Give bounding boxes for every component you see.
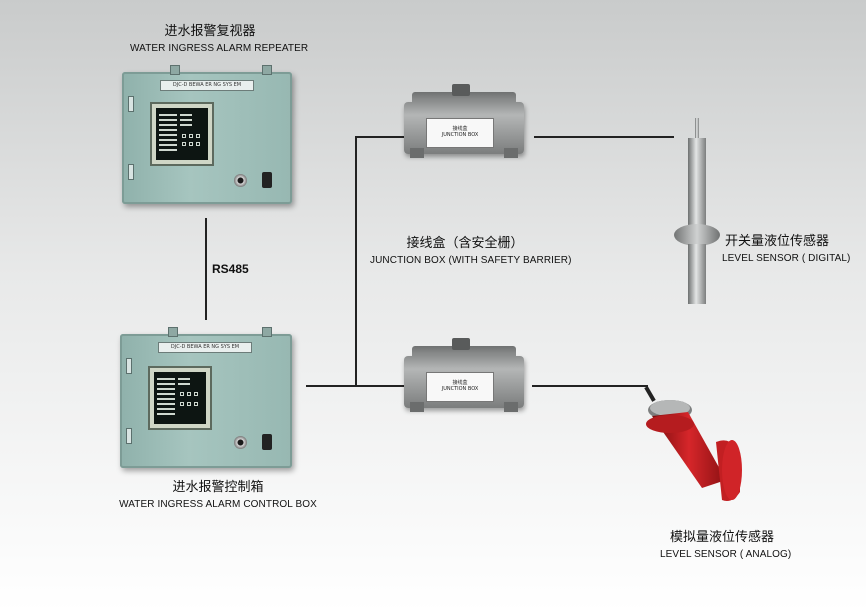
analog-sensor-label: 模拟量液位传感器 LEVEL SENSOR ( ANALOG) <box>660 526 792 560</box>
analog-sensor-title-cn: 模拟量液位传感器 <box>669 529 774 544</box>
cable-gland <box>452 338 470 350</box>
analog-sensor-title-en: LEVEL SENSOR ( ANALOG) <box>660 549 792 560</box>
repeater-title-cn: 进水报警复视器 <box>164 23 256 38</box>
analog-sensor-graphic <box>644 386 742 501</box>
junction-plate-en: JUNCTION BOX <box>441 132 479 138</box>
sensor-flange <box>674 224 720 246</box>
repeater-lcd <box>156 108 208 160</box>
cable-gland <box>452 84 470 96</box>
junction-box-label: 接线盒（含安全栅） JUNCTION BOX (WITH SAFETY BARR… <box>370 232 572 266</box>
rs485-wire <box>205 218 207 320</box>
junction-box-upper: 接线盒 JUNCTION BOX <box>404 84 524 164</box>
control-box-title-cn: 进水报警控制箱 <box>172 479 264 494</box>
junction-box-lower: 接线盒 JUNCTION BOX <box>404 338 524 418</box>
control-box-lcd <box>154 372 206 424</box>
power-switch[interactable] <box>262 434 272 450</box>
rs485-label: RS485 <box>212 262 249 276</box>
junction-plate-cn: 接线盒 <box>452 380 468 386</box>
control-box-title-en: WATER INGRESS ALARM CONTROL BOX <box>119 499 317 510</box>
sensor-lower-tube <box>688 244 706 304</box>
reset-knob[interactable] <box>234 174 247 187</box>
digital-sensor-title-en: LEVEL SENSOR ( DIGITAL) <box>722 253 851 264</box>
hinge <box>126 358 132 374</box>
repeater-nameplate: DJC-D BEWA ER NG SYS EM <box>160 80 254 91</box>
repeater-display <box>150 102 214 166</box>
mount-tab <box>168 327 178 337</box>
digital-sensor-label: 开关量液位传感器 LEVEL SENSOR ( DIGITAL) <box>722 230 851 264</box>
junction-plate-cn: 接线盒 <box>452 126 468 132</box>
wire-to-upper-junction <box>356 136 404 138</box>
digital-sensor-title-cn: 开关量液位传感器 <box>724 233 829 248</box>
analog-level-sensor <box>636 384 750 508</box>
power-switch[interactable] <box>262 172 272 188</box>
junction-box-plate: 接线盒 JUNCTION BOX <box>426 372 494 402</box>
control-box-display <box>148 366 212 430</box>
sensor-top-rod <box>695 118 699 140</box>
junction-box-title-en: JUNCTION BOX (WITH SAFETY BARRIER) <box>370 255 572 266</box>
digital-level-sensor <box>670 118 724 308</box>
wire-upper-junction-to-digital <box>534 136 674 138</box>
control-box-nameplate: DJC-D BEWA ER NG SYS EM <box>158 342 252 353</box>
junction-box-title-cn: 接线盒（含安全栅） <box>406 235 524 250</box>
repeater-title-en: WATER INGRESS ALARM REPEATER <box>130 43 309 54</box>
mount-tab <box>262 327 272 337</box>
control-box-cabinet: DJC-D BEWA ER NG SYS EM <box>120 327 292 468</box>
hinge <box>128 96 134 112</box>
bus-wire-vertical <box>355 136 357 386</box>
repeater-label: 进水报警复视器 WATER INGRESS ALARM REPEATER <box>130 20 309 54</box>
junction-plate-en: JUNCTION BOX <box>441 386 479 392</box>
mount-tab <box>262 65 272 75</box>
control-box-label: 进水报警控制箱 WATER INGRESS ALARM CONTROL BOX <box>118 476 318 510</box>
hinge <box>128 164 134 180</box>
hinge <box>126 428 132 444</box>
reset-knob[interactable] <box>234 436 247 449</box>
repeater-cabinet: DJC-D BEWA ER NG SYS EM <box>122 65 292 204</box>
mount-tab <box>170 65 180 75</box>
junction-box-plate: 接线盒 JUNCTION BOX <box>426 118 494 148</box>
wire-control-to-bus <box>306 385 406 387</box>
sensor-upper-tube <box>688 138 706 230</box>
wire-lower-junction-to-analog <box>532 385 648 387</box>
